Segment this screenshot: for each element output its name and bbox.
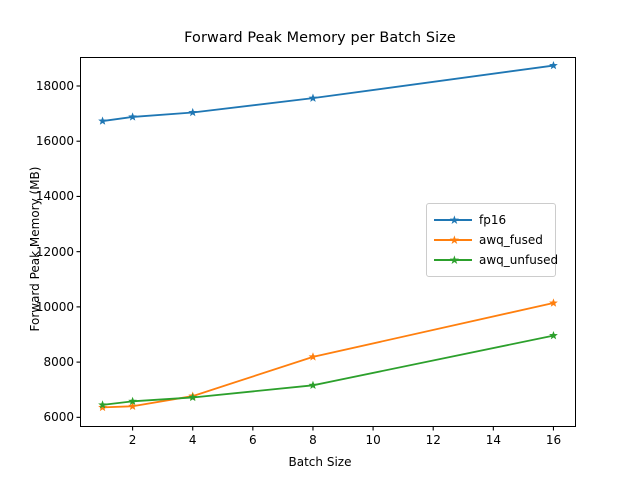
legend-item-fp16[interactable]: ★ fp16	[434, 210, 548, 230]
legend-star-icon: ★	[449, 213, 460, 227]
series-marker	[98, 400, 107, 409]
legend-swatch-icon: ★	[434, 253, 472, 267]
legend-label: awq_unfused	[479, 253, 559, 267]
legend-line	[434, 239, 472, 241]
x-tick-label: 4	[188, 433, 197, 447]
legend-line	[434, 219, 472, 221]
x-tick-label: 16	[545, 433, 562, 447]
x-tick-label: 6	[249, 433, 257, 447]
x-tick-label: 8	[309, 433, 317, 447]
series-marker	[549, 60, 558, 70]
y-tick-label: 18000	[35, 78, 74, 93]
x-tick-label: 10	[365, 433, 381, 447]
legend-star-icon: ★	[449, 253, 460, 267]
legend-item-awq_unfused[interactable]: ★ awq_unfused	[434, 250, 558, 270]
series-marker	[549, 298, 558, 307]
x-axis-label: Batch Size	[288, 455, 352, 469]
y-tick-label: 6000	[43, 410, 74, 425]
series-marker	[308, 352, 318, 361]
y-tick-label: 14000	[35, 189, 74, 204]
y-tick-label: 10000	[35, 299, 74, 314]
y-tick-label: 12000	[35, 244, 74, 259]
legend-item-awq_fused[interactable]: ★ awq_fused	[434, 230, 548, 250]
chart-title: Forward Peak Memory per Batch Size	[184, 30, 456, 46]
series-marker	[188, 392, 198, 402]
series-awq_unfused	[98, 331, 558, 409]
series-fp16	[98, 60, 558, 125]
plot-series-canvas	[98, 60, 558, 412]
series-marker	[128, 401, 137, 411]
y-tick-label: 8000	[43, 355, 74, 370]
legend-line	[434, 259, 472, 261]
legend-swatch-icon: ★	[434, 213, 472, 227]
x-tick-label: 12	[425, 433, 441, 447]
series-marker	[128, 112, 137, 121]
x-tick-label: 14	[485, 433, 501, 447]
series-marker	[128, 396, 137, 406]
series-marker	[188, 107, 198, 117]
series-marker	[98, 116, 107, 125]
x-tick-label: 2	[128, 433, 137, 447]
x-axis-tick-labels: 2 4 6 8 10 12 14 16	[0, 433, 640, 453]
legend[interactable]: ★ fp16 ★ awq_fused ★ awq_unfused	[426, 203, 558, 277]
legend-label: awq_fused	[479, 233, 543, 247]
series-marker	[98, 402, 107, 412]
series-marker	[549, 331, 558, 340]
series-marker	[308, 380, 318, 390]
legend-star-icon: ★	[449, 233, 460, 247]
y-tick-label: 16000	[35, 134, 74, 149]
series-marker	[308, 93, 318, 102]
y-axis-tick-labels: 6000 8000 10000 12000 14000 16000 18000	[0, 0, 74, 480]
legend-swatch-icon: ★	[434, 233, 472, 247]
legend-label: fp16	[479, 213, 507, 227]
